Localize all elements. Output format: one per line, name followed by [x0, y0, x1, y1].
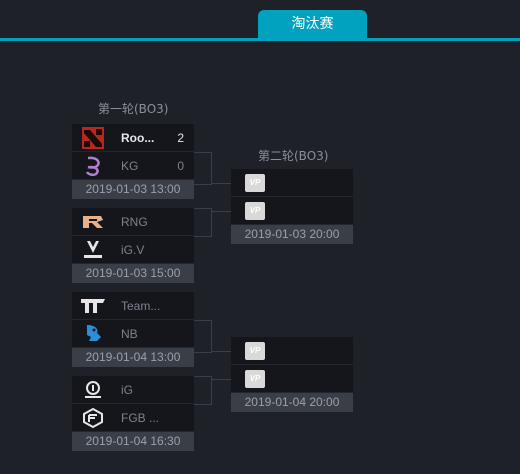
team-name: iG: [121, 383, 133, 397]
vitality-logo-icon: [80, 239, 106, 261]
team-row[interactable]: NB: [72, 320, 194, 348]
bracket-connector: [194, 152, 212, 185]
bracket-connector: [211, 183, 231, 184]
team-name: NB: [121, 327, 138, 341]
team-name: FGB ...: [121, 411, 160, 425]
team-name: iG.V: [121, 243, 145, 257]
vp-placeholder-icon: VP: [245, 370, 265, 388]
team-row[interactable]: iG: [72, 376, 194, 404]
team-row[interactable]: Roo... 2: [72, 124, 194, 152]
team-row-placeholder[interactable]: VP: [231, 337, 353, 365]
fgb-logo-icon: [80, 407, 106, 429]
team-row[interactable]: FGB ...: [72, 404, 194, 432]
bracket-connector: [194, 376, 212, 405]
ig-logo-icon: [80, 379, 106, 401]
team-row[interactable]: KG 0: [72, 152, 194, 180]
match-date: 2019-01-04 16:30: [72, 432, 194, 451]
match-r1-1[interactable]: Roo... 2 KG 0 2019-01-03 13:00: [72, 124, 194, 199]
bracket-connector: [194, 320, 212, 353]
tab-underline: [0, 38, 520, 41]
tab-knockout[interactable]: 淘汰赛: [258, 10, 367, 39]
match-r2-1[interactable]: VP VP 2019-01-03 20:00: [231, 169, 353, 244]
team-row-placeholder[interactable]: VP: [231, 197, 353, 225]
vp-placeholder-icon: VP: [245, 342, 265, 360]
round1-title: 第一轮(BO3): [98, 102, 169, 116]
vp-placeholder-icon: VP: [245, 202, 265, 220]
team-score: 0: [177, 159, 184, 173]
team-row[interactable]: iG.V: [72, 236, 194, 264]
match-date: 2019-01-04 20:00: [231, 393, 353, 412]
match-r1-2[interactable]: RNG iG.V 2019-01-03 15:00: [72, 208, 194, 283]
team-name: Roo...: [121, 131, 155, 145]
match-date: 2019-01-04 13:00: [72, 348, 194, 367]
team-row-placeholder[interactable]: VP: [231, 169, 353, 197]
nb-logo-icon: [80, 323, 106, 345]
match-r1-4[interactable]: iG FGB ... 2019-01-04 16:30: [72, 376, 194, 451]
bracket-connector: [194, 208, 212, 237]
team-name: RNG: [121, 215, 148, 229]
team-name: KG: [121, 159, 139, 173]
bracket-connector: [211, 351, 231, 352]
team-row-placeholder[interactable]: VP: [231, 365, 353, 393]
rng-logo-icon: [80, 211, 106, 233]
team-row[interactable]: RNG: [72, 208, 194, 236]
bracket-connector: [211, 379, 231, 380]
kg-logo-icon: [80, 155, 106, 177]
match-r2-2[interactable]: VP VP 2019-01-04 20:00: [231, 337, 353, 412]
match-date: 2019-01-03 13:00: [72, 180, 194, 199]
dota2-logo-icon: [80, 127, 106, 149]
team-logo-icon: [80, 295, 106, 317]
vp-placeholder-icon: VP: [245, 174, 265, 192]
match-date: 2019-01-03 20:00: [231, 225, 353, 244]
round2-title: 第二轮(BO3): [258, 149, 329, 163]
match-date: 2019-01-03 15:00: [72, 264, 194, 283]
team-name: Team...: [121, 299, 161, 313]
bracket-connector: [211, 211, 231, 212]
team-row[interactable]: Team...: [72, 292, 194, 320]
team-score: 2: [177, 131, 184, 145]
match-r1-3[interactable]: Team... NB 2019-01-04 13:00: [72, 292, 194, 367]
